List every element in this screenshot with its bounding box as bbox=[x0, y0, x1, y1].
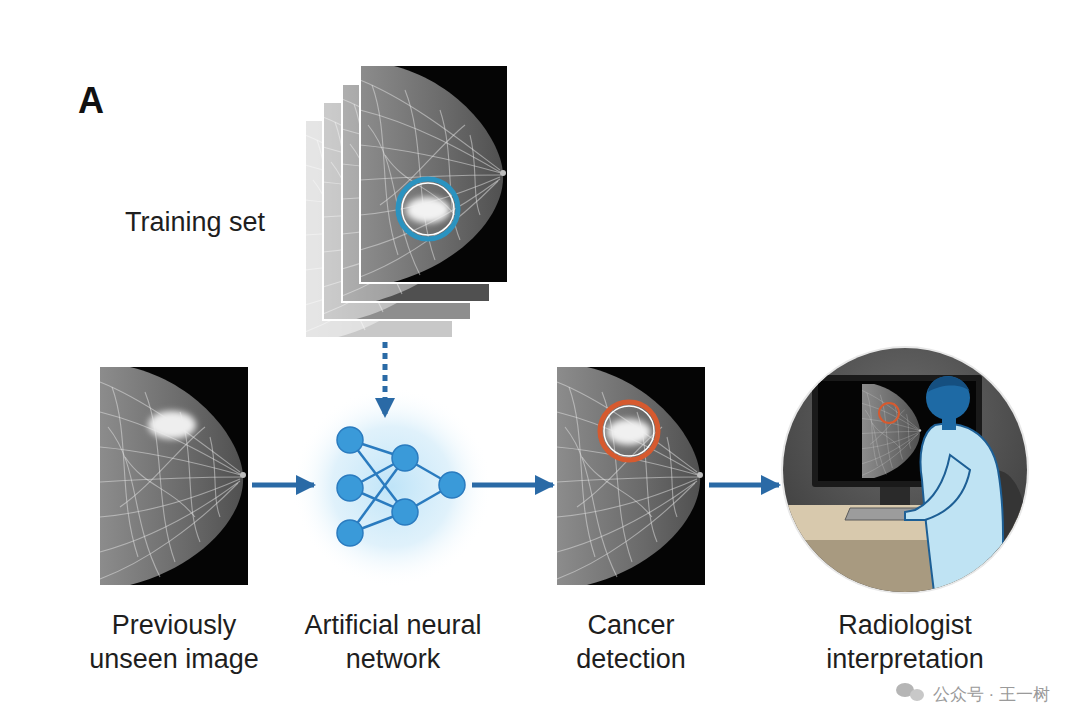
caption: Artificial neural network bbox=[288, 608, 498, 677]
training-stack bbox=[305, 65, 508, 338]
neural-network-icon bbox=[292, 387, 492, 587]
caption: Radiologist interpretation bbox=[805, 608, 1005, 677]
unseen-mammogram bbox=[100, 367, 248, 585]
caption: Training set bbox=[125, 205, 265, 239]
radiologist-scene bbox=[780, 345, 1030, 600]
flow-arrow bbox=[383, 342, 388, 416]
panel-letter: A bbox=[78, 80, 104, 122]
flow-arrow bbox=[709, 483, 779, 488]
training-set: Training set bbox=[305, 65, 508, 338]
watermark: 公众号 · 王一树 bbox=[933, 683, 1050, 706]
caption: Cancer detection bbox=[556, 608, 706, 677]
flow-arrow bbox=[472, 483, 553, 488]
watermark-icon bbox=[896, 683, 924, 701]
input-image: Previously unseen image bbox=[100, 367, 248, 585]
detection-image: Cancer detection bbox=[557, 367, 705, 585]
detected-mammogram bbox=[557, 367, 705, 585]
flow-arrow bbox=[252, 483, 314, 488]
radiologist-view: Radiologist interpretation bbox=[783, 348, 1027, 592]
neural-network: Artificial neural network bbox=[318, 420, 468, 550]
caption: Previously unseen image bbox=[79, 608, 269, 677]
